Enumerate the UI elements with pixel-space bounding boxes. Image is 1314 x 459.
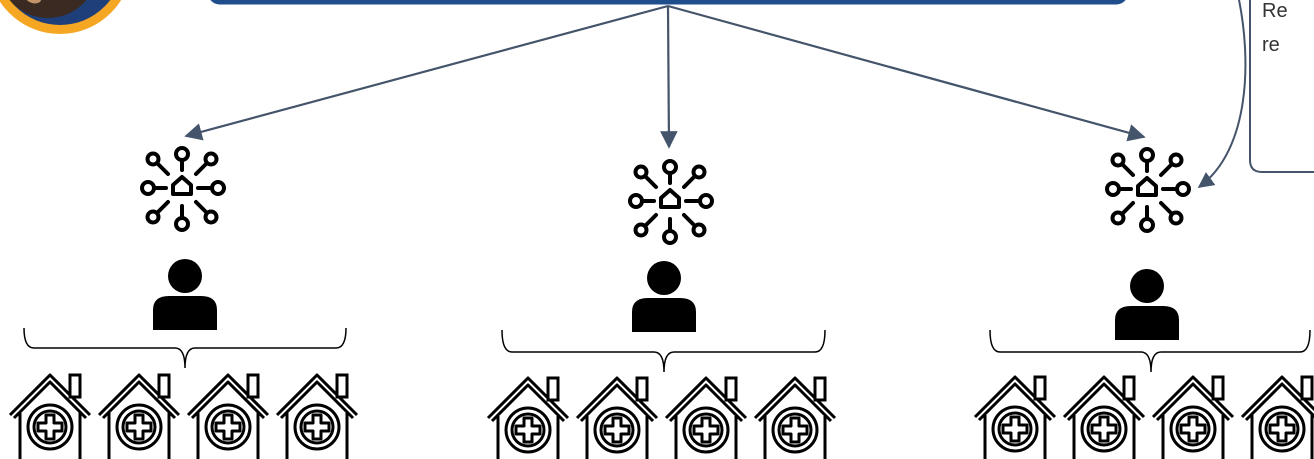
- group-bracket: [501, 329, 826, 373]
- callout-box: [1249, 0, 1314, 173]
- clinic-house-icon: [1149, 375, 1237, 459]
- callout-connector: [1197, 0, 1247, 188]
- arrow-left: [184, 4, 669, 141]
- group-left: [6, 146, 361, 459]
- group-bracket: [989, 329, 1311, 373]
- clinic-house-icon: [273, 373, 361, 459]
- clinic-house-icon: [6, 373, 94, 459]
- network-hub-icon: [140, 146, 226, 232]
- person-icon: [632, 261, 696, 332]
- arrow-group: [184, 4, 1146, 149]
- arrow-center: [660, 5, 678, 149]
- callout-text-line-2: re: [1262, 34, 1280, 56]
- group-center: [484, 159, 839, 459]
- network-hub-icon: [628, 159, 714, 245]
- clinic-house-icon: [573, 376, 661, 459]
- group-bracket: [23, 327, 347, 369]
- clinic-house-icon: [1238, 375, 1314, 459]
- clinic-house-icon: [95, 373, 183, 459]
- clinic-house-icon: [184, 373, 272, 459]
- arrow-right: [667, 4, 1146, 142]
- person-icon: [1115, 269, 1179, 340]
- group-right: [971, 147, 1314, 459]
- clinic-house-icon: [751, 376, 839, 459]
- clinic-house-icon: [484, 376, 572, 459]
- callout-text: Re re: [1262, 0, 1314, 62]
- network-hub-icon: [1105, 147, 1191, 233]
- clinic-house-icon: [662, 376, 750, 459]
- top-banner-box: [210, 0, 1126, 5]
- callout-text-line-1: Re: [1262, 0, 1288, 22]
- avatar: [0, 0, 122, 34]
- person-icon: [153, 259, 217, 330]
- clinic-house-icon: [1060, 375, 1148, 459]
- clinic-house-icon: [971, 375, 1059, 459]
